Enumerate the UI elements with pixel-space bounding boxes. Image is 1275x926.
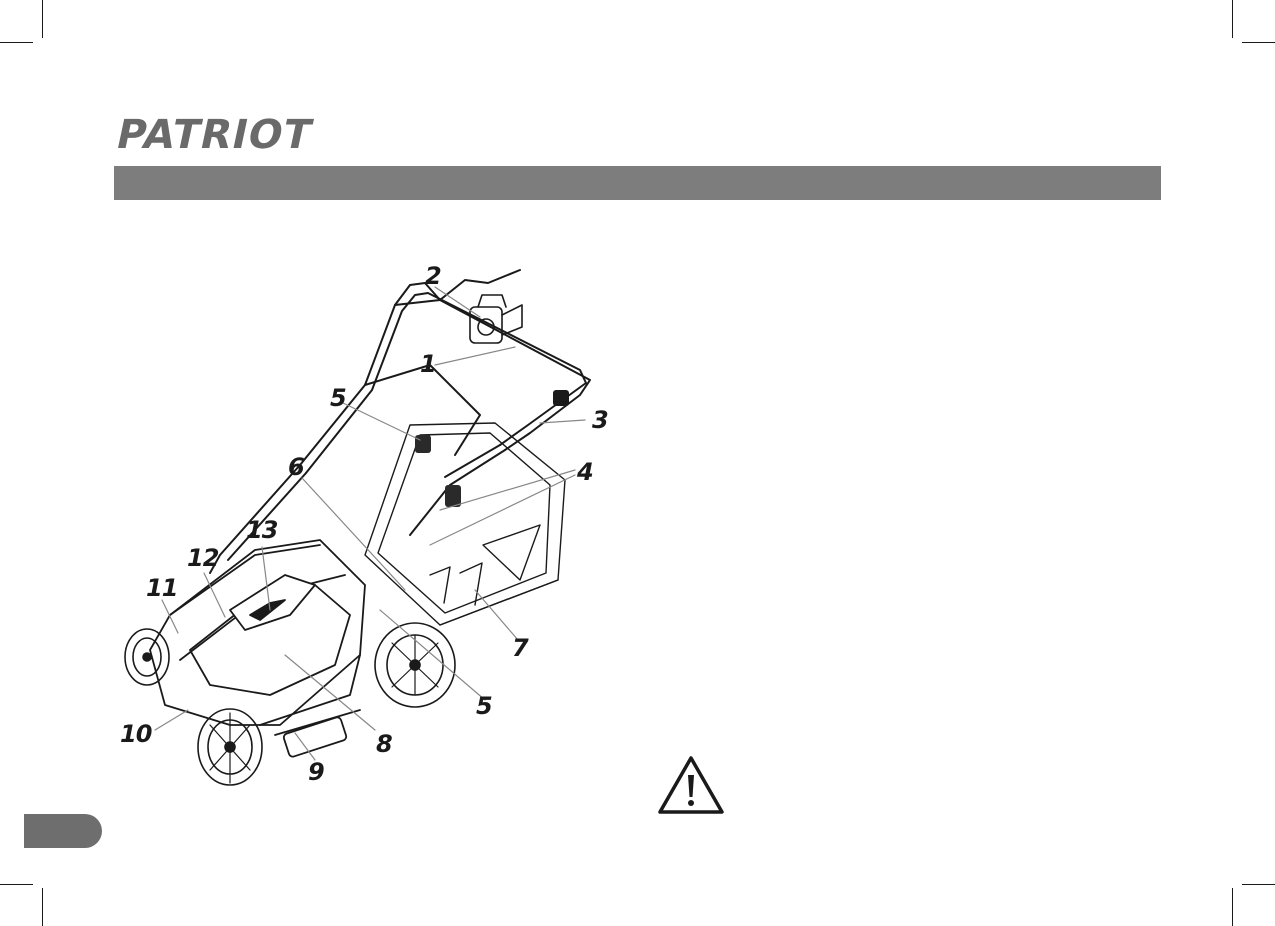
callout-3: 3 <box>592 408 608 432</box>
mower-body <box>150 540 365 758</box>
crop-mark <box>1242 884 1275 885</box>
callout-5-lower: 5 <box>476 694 492 718</box>
logo-text: PATRIOT <box>112 112 317 152</box>
crop-mark <box>0 42 33 43</box>
crop-mark <box>1242 42 1275 43</box>
wheel-front-right <box>198 709 262 785</box>
crop-mark <box>0 884 33 885</box>
callout-6: 6 <box>288 455 304 479</box>
handle-knob-mid <box>445 485 461 507</box>
crop-mark <box>1232 888 1233 926</box>
crop-mark <box>42 888 43 926</box>
wheels <box>125 623 455 785</box>
callout-5-upper: 5 <box>330 386 346 410</box>
warning-triangle-icon <box>657 755 725 815</box>
callout-13: 13 <box>246 518 277 542</box>
wheel-rear-right <box>375 623 455 707</box>
header-band <box>114 166 1161 200</box>
callout-7: 7 <box>512 636 528 660</box>
grass-box <box>365 423 565 625</box>
cord-clip <box>553 390 569 406</box>
lawn-mower-diagram <box>110 255 630 800</box>
callout-9: 9 <box>308 760 324 784</box>
page-tab <box>24 814 102 848</box>
callout-2: 2 <box>425 264 441 288</box>
crop-mark <box>42 0 43 38</box>
callout-4: 4 <box>577 460 593 484</box>
patriot-logo: PATRIOT <box>112 112 364 152</box>
leader-lines <box>155 287 585 760</box>
crop-mark <box>1232 0 1233 38</box>
callout-8: 8 <box>376 732 392 756</box>
wheel-front-left <box>125 629 169 685</box>
handle-knob-upper <box>415 435 431 453</box>
callout-11: 11 <box>146 576 177 600</box>
callout-1: 1 <box>420 352 436 376</box>
callout-12: 12 <box>187 546 218 570</box>
callout-10: 10 <box>120 722 151 746</box>
